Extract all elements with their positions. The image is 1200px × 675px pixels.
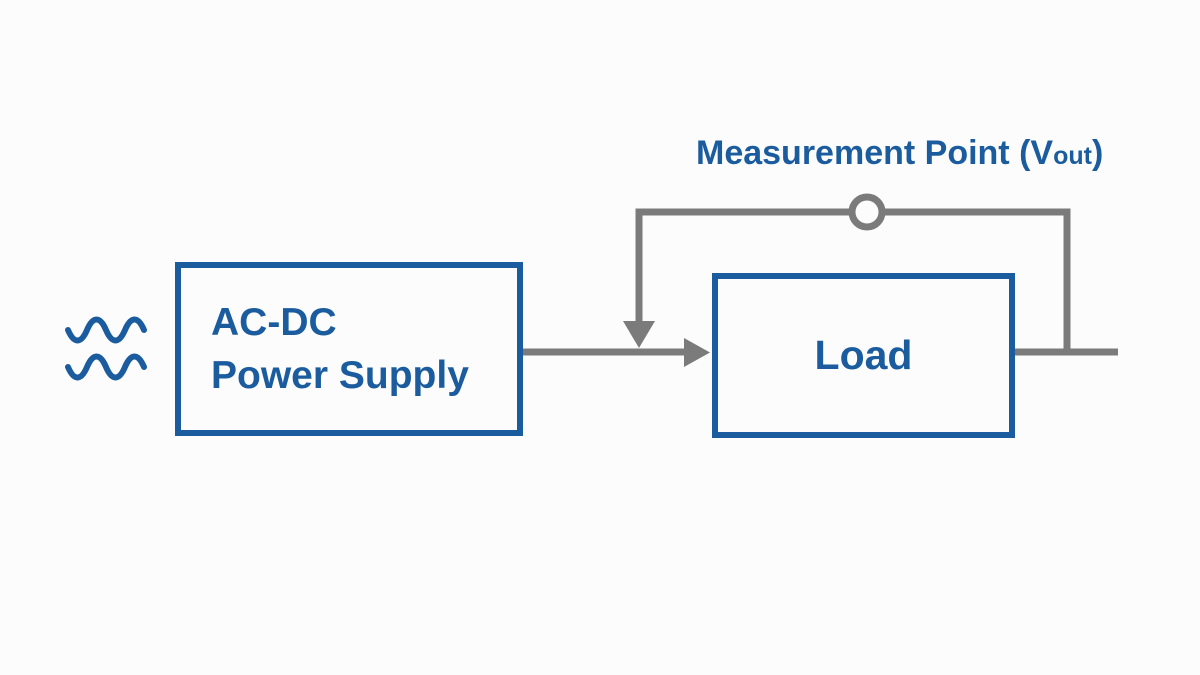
load-label: Load <box>814 332 913 378</box>
power-supply-label-line1: AC-DC <box>211 301 337 344</box>
right-arrowhead <box>684 338 710 367</box>
ac-wave-bottom <box>65 353 147 381</box>
ac-source-icon <box>65 316 147 381</box>
ac-wave-top <box>65 316 147 344</box>
title-subscript: out <box>1053 142 1092 170</box>
load-block: Load <box>712 273 1015 438</box>
probe-node-circle-icon <box>848 193 886 231</box>
title-suffix: ) <box>1091 134 1104 172</box>
power-supply-block: AC-DC Power Supply <box>175 262 523 436</box>
power-supply-label-line2: Power Supply <box>211 354 469 397</box>
measurement-point-title: Measurement Point (Vout) <box>696 134 1103 173</box>
down-arrowhead <box>623 321 655 348</box>
title-main: Measurement Point (V <box>696 134 1054 172</box>
